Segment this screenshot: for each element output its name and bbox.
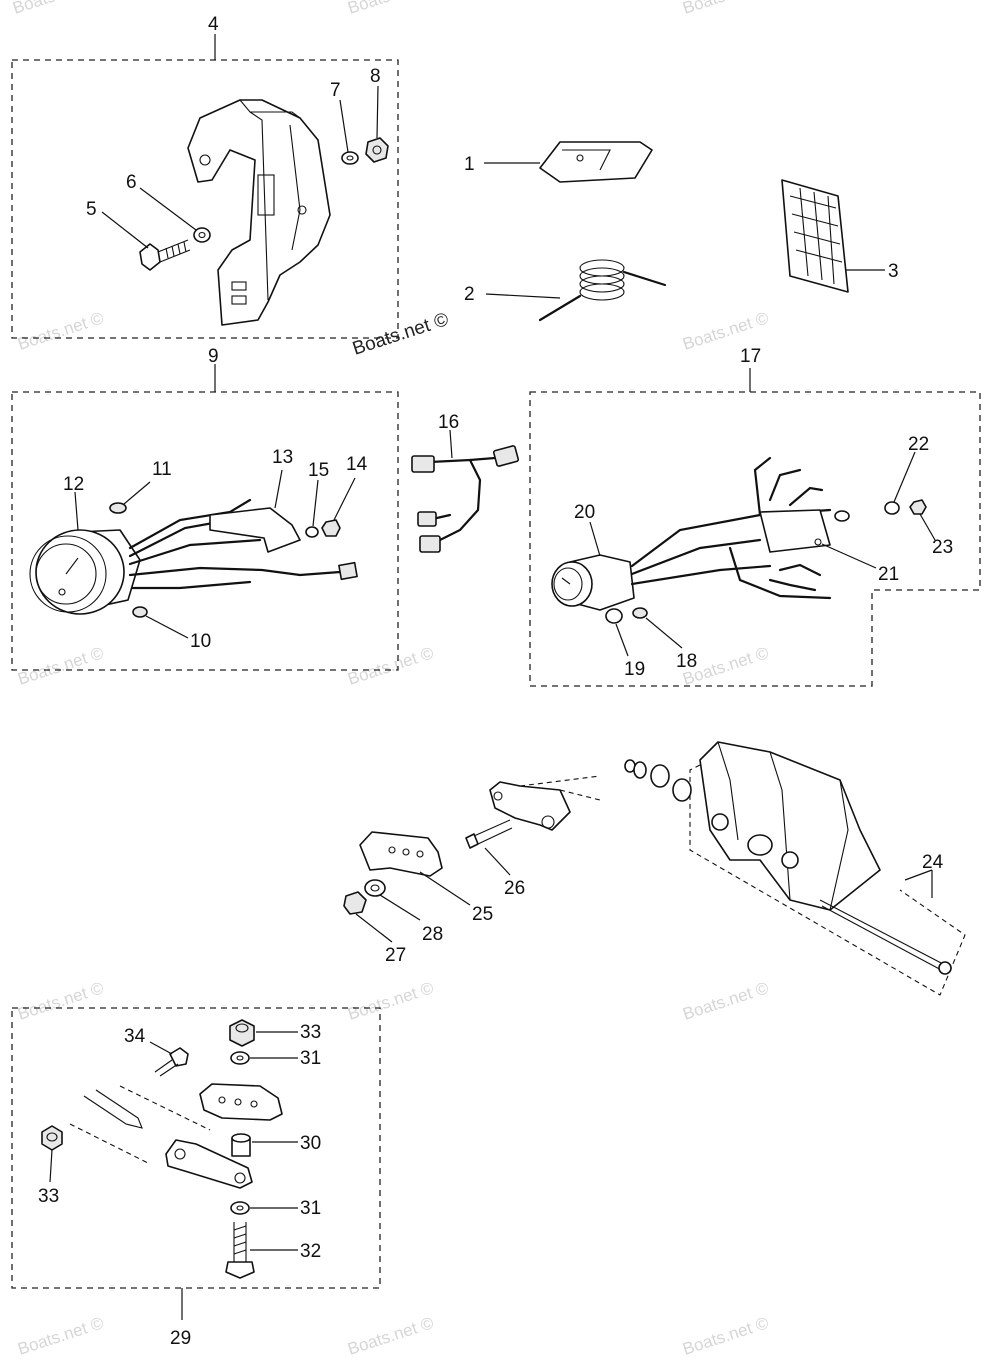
- part-2-coil: 2: [464, 259, 667, 322]
- watermark: Boats.net ©: [15, 643, 106, 689]
- bracket-part: [187, 99, 331, 326]
- callout-28: 28: [422, 924, 443, 945]
- group-4-bracket: 4 5 6: [11, 14, 399, 339]
- washer-28: [364, 879, 386, 897]
- callout-29: 29: [170, 1328, 191, 1349]
- watermark: Boats.net ©: [345, 978, 436, 1024]
- group-box-4: [11, 59, 399, 339]
- linkage-assembly: 24 26 25 28 27: [343, 741, 966, 996]
- watermark-dark: Boats.net ©: [350, 309, 451, 360]
- callout-24: 24: [922, 852, 944, 873]
- callout-33-left: 33: [38, 1186, 59, 1207]
- terminal-11: [109, 502, 127, 514]
- callout-27: 27: [385, 945, 406, 966]
- callout-20: 20: [574, 502, 595, 523]
- watermark: Boats.net ©: [10, 0, 101, 18]
- callout-23: 23: [932, 537, 953, 558]
- gauge-12: [29, 529, 141, 615]
- callout-2: 2: [464, 284, 475, 305]
- terminal-10: [132, 606, 148, 618]
- callout-6: 6: [126, 172, 137, 193]
- callout-5: 5: [86, 199, 97, 220]
- callout-7: 7: [330, 80, 341, 101]
- callout-19: 19: [624, 659, 645, 680]
- callout-14: 14: [346, 454, 368, 475]
- callout-18: 18: [676, 651, 697, 672]
- callout-33-top: 33: [300, 1022, 321, 1043]
- terminal-18: [632, 607, 648, 619]
- callout-32: 32: [300, 1241, 321, 1262]
- watermark: Boats.net ©: [15, 978, 106, 1024]
- group-box-29: [11, 1007, 381, 1289]
- callout-34: 34: [124, 1026, 146, 1047]
- part-1-pouch: 1: [464, 141, 653, 183]
- callout-1: 1: [464, 154, 475, 175]
- group-box-17: [529, 391, 981, 687]
- callout-30: 30: [300, 1133, 321, 1154]
- callout-8: 8: [370, 66, 381, 87]
- part-3-decal: 3: [781, 179, 899, 293]
- watermark-layer: Boats.net © Boats.net © Boats.net © Boat…: [10, 0, 771, 1359]
- watermark: Boats.net ©: [680, 0, 771, 18]
- watermark: Boats.net ©: [680, 978, 771, 1024]
- callout-15: 15: [308, 460, 329, 481]
- nut-8: [365, 137, 389, 163]
- nut-14: [321, 519, 341, 537]
- callout-13: 13: [272, 447, 293, 468]
- cap-19: [605, 608, 623, 624]
- callout-31-top: 31: [300, 1048, 321, 1069]
- nut-27: [343, 891, 367, 915]
- callout-22: 22: [908, 434, 929, 455]
- watermark: Boats.net ©: [680, 1313, 771, 1359]
- bracket-13: [209, 507, 301, 553]
- callout-17: 17: [740, 346, 761, 367]
- group-29-link: 29 33 31 34 30: [11, 1007, 381, 1349]
- watermark: Boats.net ©: [15, 308, 106, 354]
- watermark: Boats.net ©: [345, 643, 436, 689]
- callout-9: 9: [208, 346, 219, 367]
- nut-23: [909, 499, 927, 515]
- group-17-meter: 17 20 21 22 23 19: [529, 346, 981, 687]
- washer-15: [305, 526, 319, 538]
- washer-6: [193, 227, 211, 243]
- callout-31-bottom: 31: [300, 1198, 321, 1219]
- watermark: Boats.net ©: [15, 1313, 106, 1359]
- callout-25: 25: [472, 904, 493, 925]
- watermark: Boats.net ©: [345, 1313, 436, 1359]
- callout-26: 26: [504, 878, 525, 899]
- callout-10: 10: [190, 631, 211, 652]
- watermark: Boats.net ©: [345, 0, 436, 18]
- callout-3: 3: [888, 261, 899, 282]
- callout-21: 21: [878, 564, 899, 585]
- callout-4: 4: [208, 14, 219, 35]
- callout-12: 12: [63, 474, 84, 495]
- group-9-gauge: 9 12 13 11 15 14: [11, 346, 399, 671]
- callout-16: 16: [438, 412, 459, 433]
- nut-33-left: [41, 1125, 63, 1151]
- callout-11: 11: [152, 459, 172, 480]
- washer-22: [884, 501, 900, 515]
- group-box-9: [11, 391, 399, 671]
- part-16-harness: 16: [411, 412, 520, 553]
- bolt-5: [139, 239, 191, 271]
- washer-7: [341, 151, 359, 165]
- meter-20: [551, 554, 635, 611]
